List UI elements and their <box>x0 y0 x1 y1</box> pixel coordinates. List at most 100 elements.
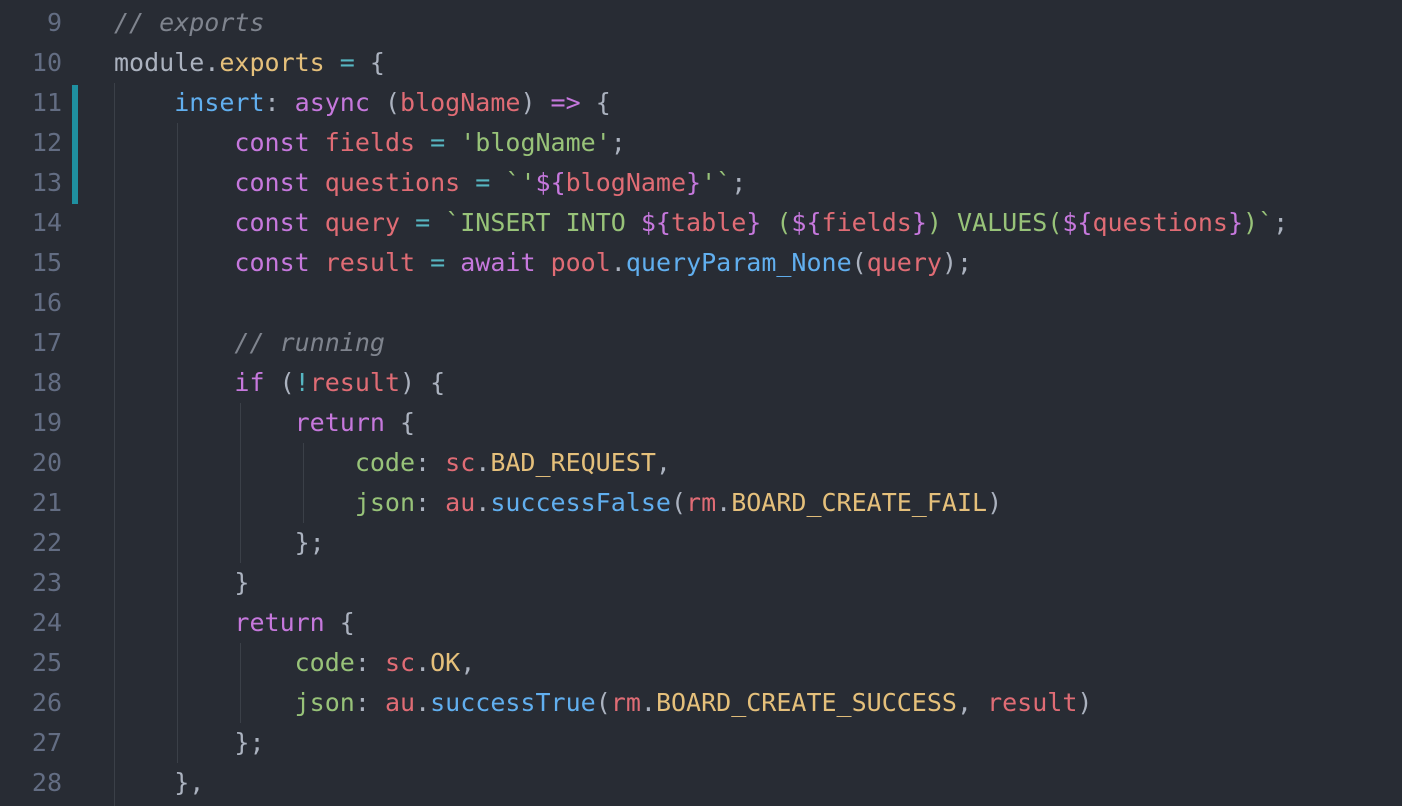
code-token: = <box>430 248 446 277</box>
code-token: BAD_REQUEST <box>490 448 656 477</box>
code-token <box>114 648 295 677</box>
code-token: `' <box>505 168 536 197</box>
code-token: ) { <box>400 368 446 397</box>
code-token <box>114 448 355 477</box>
code-token: } <box>686 168 702 197</box>
code-token: result <box>309 368 401 397</box>
code-token: } <box>746 208 762 237</box>
code-token: ( <box>264 368 295 397</box>
code-line[interactable]: code: sc.OK, <box>114 643 1402 683</box>
code-line[interactable]: } <box>114 563 1402 603</box>
code-token <box>445 248 460 277</box>
code-line[interactable]: insert: async (blogName) => { <box>114 83 1402 123</box>
code-token <box>415 128 430 157</box>
code-line[interactable]: module.exports = { <box>114 43 1402 83</box>
line-number: 21 <box>31 488 62 517</box>
code-token <box>490 168 505 197</box>
code-token: . <box>415 688 431 717</box>
code-line[interactable]: code: sc.BAD_REQUEST, <box>114 443 1402 483</box>
code-token: )` <box>1243 208 1274 237</box>
code-token: }; <box>114 528 325 557</box>
code-line[interactable]: json: au.successTrue(rm.BOARD_CREATE_SUC… <box>114 683 1402 723</box>
code-line[interactable]: // running <box>114 323 1402 363</box>
line-number: 15 <box>31 248 62 277</box>
code-token <box>400 208 415 237</box>
code-token: OK <box>430 648 461 677</box>
code-token: code <box>354 448 416 477</box>
code-token: . <box>610 248 626 277</box>
code-line[interactable]: // exports <box>114 3 1402 43</box>
code-token: ( <box>761 208 792 237</box>
code-token <box>114 128 234 157</box>
code-token: questions <box>324 168 461 197</box>
code-token: rm <box>610 688 641 717</box>
code-token: , <box>956 688 988 717</box>
line-number: 12 <box>31 128 62 157</box>
code-line[interactable] <box>114 283 1402 323</box>
code-token: const <box>234 208 310 237</box>
code-token: json <box>294 688 355 717</box>
code-token: await <box>460 248 536 277</box>
code-line[interactable]: const query = `INSERT INTO ${table} (${f… <box>114 203 1402 243</box>
code-token: fields <box>821 208 912 237</box>
code-token: query <box>866 248 942 277</box>
code-line[interactable]: }; <box>114 523 1402 563</box>
code-line[interactable]: const result = await pool.queryParam_Non… <box>114 243 1402 283</box>
line-number: 26 <box>31 688 62 717</box>
code-token: successFalse <box>490 488 671 517</box>
code-token: ; <box>1273 208 1289 237</box>
code-token: ( <box>851 248 867 277</box>
code-token: query <box>324 208 401 237</box>
code-token: 'blogName' <box>460 128 611 157</box>
line-number: 24 <box>31 608 62 637</box>
code-token: : <box>354 688 385 717</box>
code-line[interactable]: const fields = 'blogName'; <box>114 123 1402 163</box>
code-token: blogName <box>565 168 687 197</box>
line-number: 18 <box>31 368 62 397</box>
code-token: fields <box>324 128 416 157</box>
code-token: . <box>415 648 431 677</box>
code-token: , <box>460 648 476 677</box>
code-token: : <box>415 488 446 517</box>
code-token: = <box>475 168 491 197</box>
indent-guide <box>240 643 241 723</box>
code-token: ${ <box>1062 208 1093 237</box>
code-token: `INSERT INTO <box>445 208 641 237</box>
line-number: 9 <box>46 8 62 37</box>
code-token: au <box>384 688 416 717</box>
code-token <box>415 248 430 277</box>
code-token: '` <box>701 168 732 197</box>
code-token <box>114 328 234 357</box>
code-token: = <box>415 208 431 237</box>
code-token: { <box>324 608 355 637</box>
code-token: : <box>415 448 446 477</box>
code-token <box>310 168 325 197</box>
line-number: 20 <box>31 448 62 477</box>
code-token: ${ <box>535 168 566 197</box>
code-token <box>430 208 445 237</box>
code-token: exports <box>219 48 325 77</box>
code-token: ( <box>670 488 687 517</box>
code-line[interactable]: const questions = `'${blogName}'`; <box>114 163 1402 203</box>
code-token: successTrue <box>430 688 596 717</box>
code-token: : <box>264 88 295 117</box>
code-token: }; <box>114 728 265 757</box>
line-number: 13 <box>31 168 62 197</box>
code-token: { <box>354 48 385 77</box>
code-line[interactable]: return { <box>114 403 1402 443</box>
code-token: } <box>114 568 250 597</box>
code-line[interactable]: return { <box>114 603 1402 643</box>
code-line[interactable]: }, <box>114 763 1402 803</box>
line-number: 25 <box>31 648 62 677</box>
code-token: = <box>430 128 446 157</box>
code-token: result <box>324 248 416 277</box>
code-token: ; <box>610 128 626 157</box>
code-line[interactable]: }; <box>114 723 1402 763</box>
code-line[interactable]: if (!result) { <box>114 363 1402 403</box>
code-token: result <box>987 688 1078 717</box>
modified-lines-indicator <box>72 85 78 204</box>
code-line[interactable]: json: au.successFalse(rm.BOARD_CREATE_FA… <box>114 483 1402 523</box>
code-token: questions <box>1092 208 1228 237</box>
